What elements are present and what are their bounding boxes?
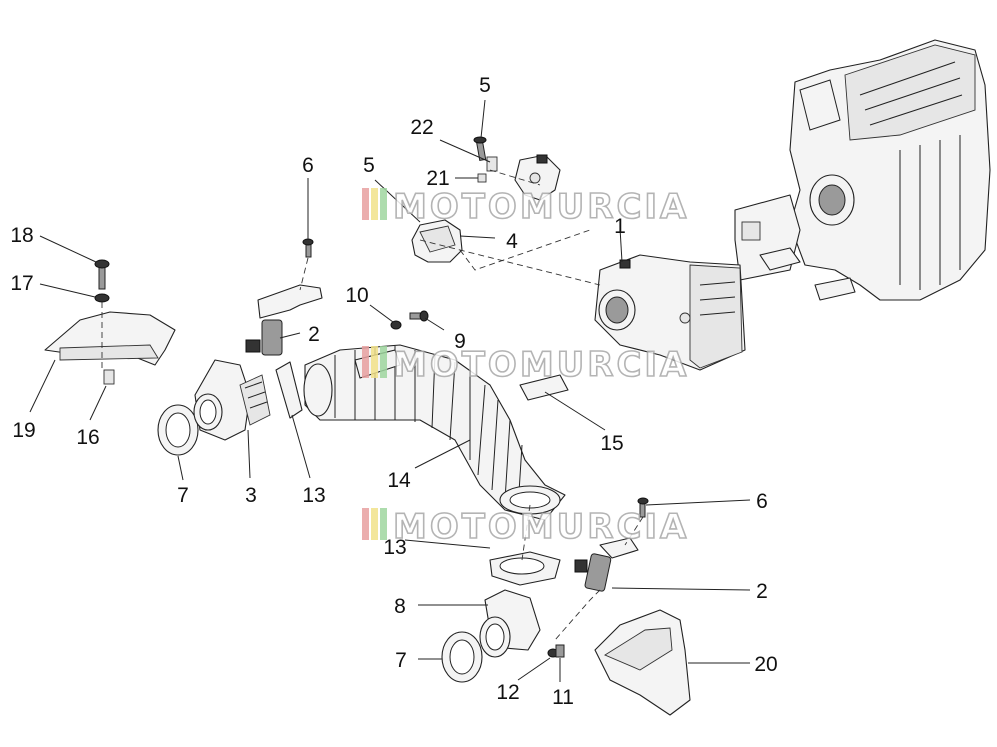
callout-21: 21: [426, 167, 449, 190]
callout-4: 4: [506, 230, 518, 253]
callout-10: 10: [345, 284, 368, 307]
watermark-stripe-red: [362, 346, 369, 378]
watermark-stripe-green: [380, 188, 387, 220]
watermark-stripe-yellow: [371, 346, 378, 378]
callout-8: 8: [394, 595, 406, 618]
washer-17: [94, 293, 110, 303]
air-box-housing: [734, 39, 991, 301]
cover-20: [594, 609, 691, 716]
callout-7-top: 7: [177, 484, 189, 507]
screw-5-top: [473, 136, 487, 161]
callout-13-top: 13: [302, 484, 325, 507]
clamp-13-top: [275, 361, 303, 419]
manifold-8: [479, 589, 541, 658]
screw-11: [555, 644, 565, 658]
injector-2-left: [245, 284, 323, 356]
clamp-13-bottom: [489, 551, 561, 586]
callout-18: 18: [10, 224, 33, 247]
callout-19: 19: [12, 419, 35, 442]
callout-14: 14: [387, 469, 411, 492]
watermark-bottom: MOTOMURCIA: [362, 506, 689, 548]
screw-6-top: [302, 238, 314, 258]
assembly-lines: [101, 169, 644, 641]
watermark-top: MOTOMURCIA: [362, 186, 689, 228]
callout-6-top: 6: [302, 154, 314, 177]
sleeve-22: [486, 156, 498, 172]
callout-22: 22: [410, 116, 433, 139]
leader-lines: [29, 99, 751, 682]
callout-12: 12: [496, 681, 519, 704]
watermark-stripe-red: [362, 508, 369, 540]
o-ring-7-bottom: [441, 631, 483, 683]
callout-20: 20: [754, 653, 777, 676]
callout-11: 11: [552, 686, 574, 709]
screw-9: [409, 310, 429, 322]
clamp-15: [519, 374, 569, 401]
o-ring-7-top: [157, 404, 199, 456]
injector-2-right: [574, 537, 639, 592]
callout-15: 15: [600, 432, 623, 455]
watermark-stripe-green: [380, 508, 387, 540]
throttle-body: [594, 254, 746, 371]
callout-2-right: 2: [756, 580, 768, 603]
watermark-text: MOTOMURCIA: [393, 187, 689, 227]
spacer-16: [103, 369, 115, 385]
callout-5-mid: 5: [363, 154, 375, 177]
callout-9: 9: [454, 330, 466, 353]
callout-2-left: 2: [308, 323, 320, 346]
watermark-text: MOTOMURCIA: [393, 345, 689, 385]
watermark-middle: MOTOMURCIA: [362, 344, 689, 386]
callout-6-right: 6: [756, 490, 768, 513]
callout-1: 1: [614, 215, 626, 238]
watermark-stripe-yellow: [371, 508, 378, 540]
watermark-stripe-red: [362, 188, 369, 220]
washer-10: [390, 320, 402, 330]
callout-7-bottom: 7: [395, 649, 407, 672]
callout-labels: 5 22 21 5 4 1 6 18 17 19 16 10 9 2 7 3 1…: [10, 74, 777, 709]
callout-13-bottom: 13: [383, 536, 406, 559]
cover-19: [44, 311, 176, 366]
screw-18: [94, 259, 110, 290]
callout-16: 16: [76, 426, 99, 449]
callout-5-top: 5: [479, 74, 491, 97]
callout-17: 17: [10, 272, 33, 295]
watermark-stripe-green: [380, 346, 387, 378]
washer-21: [477, 173, 487, 183]
watermark-text: MOTOMURCIA: [393, 507, 689, 547]
manifold-3-left: [193, 359, 271, 441]
bracket-4: [411, 219, 463, 263]
throttle-sensor: [514, 154, 561, 201]
watermark-stripe-yellow: [371, 188, 378, 220]
callout-3: 3: [245, 484, 257, 507]
